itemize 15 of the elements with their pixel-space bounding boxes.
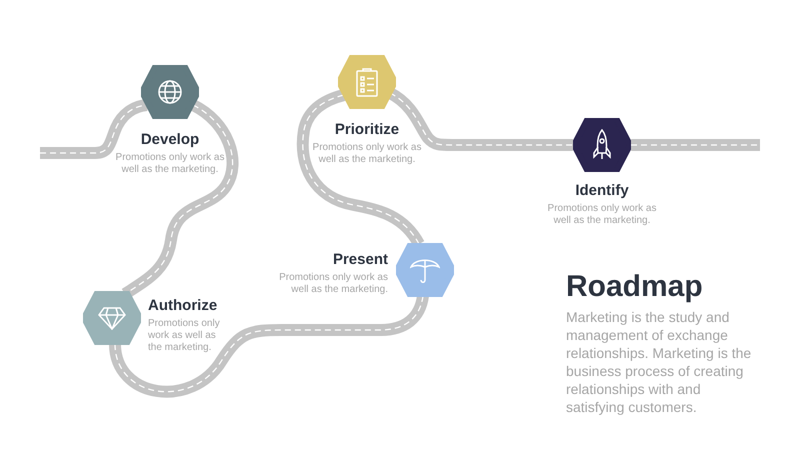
step-description: Promotions only work as well as the marketing. — [312, 142, 422, 166]
title: Roadmap — [566, 270, 704, 304]
step-title: Develop — [140, 131, 200, 149]
step-description: Promotions only work as well as the marketing. — [278, 272, 388, 296]
step-title: Authorize — [148, 297, 218, 315]
road — [631, 139, 760, 151]
road — [40, 99, 148, 159]
road — [387, 88, 573, 151]
step-description: Promotions only work as well as the marketing. — [148, 318, 221, 354]
step-description: Promotions only work as well as the marketing. — [546, 203, 658, 227]
step-title: Prioritize — [334, 121, 400, 139]
step-title: Present — [332, 251, 388, 269]
step-description: Promotions only work as well as the marketing. — [114, 152, 226, 176]
body-paragraph: Marketing is the study and management of exchange relationships. Marketing is the business process of creating relationships with and satisfying customers. — [566, 308, 752, 416]
step-title: Identify — [574, 182, 630, 200]
